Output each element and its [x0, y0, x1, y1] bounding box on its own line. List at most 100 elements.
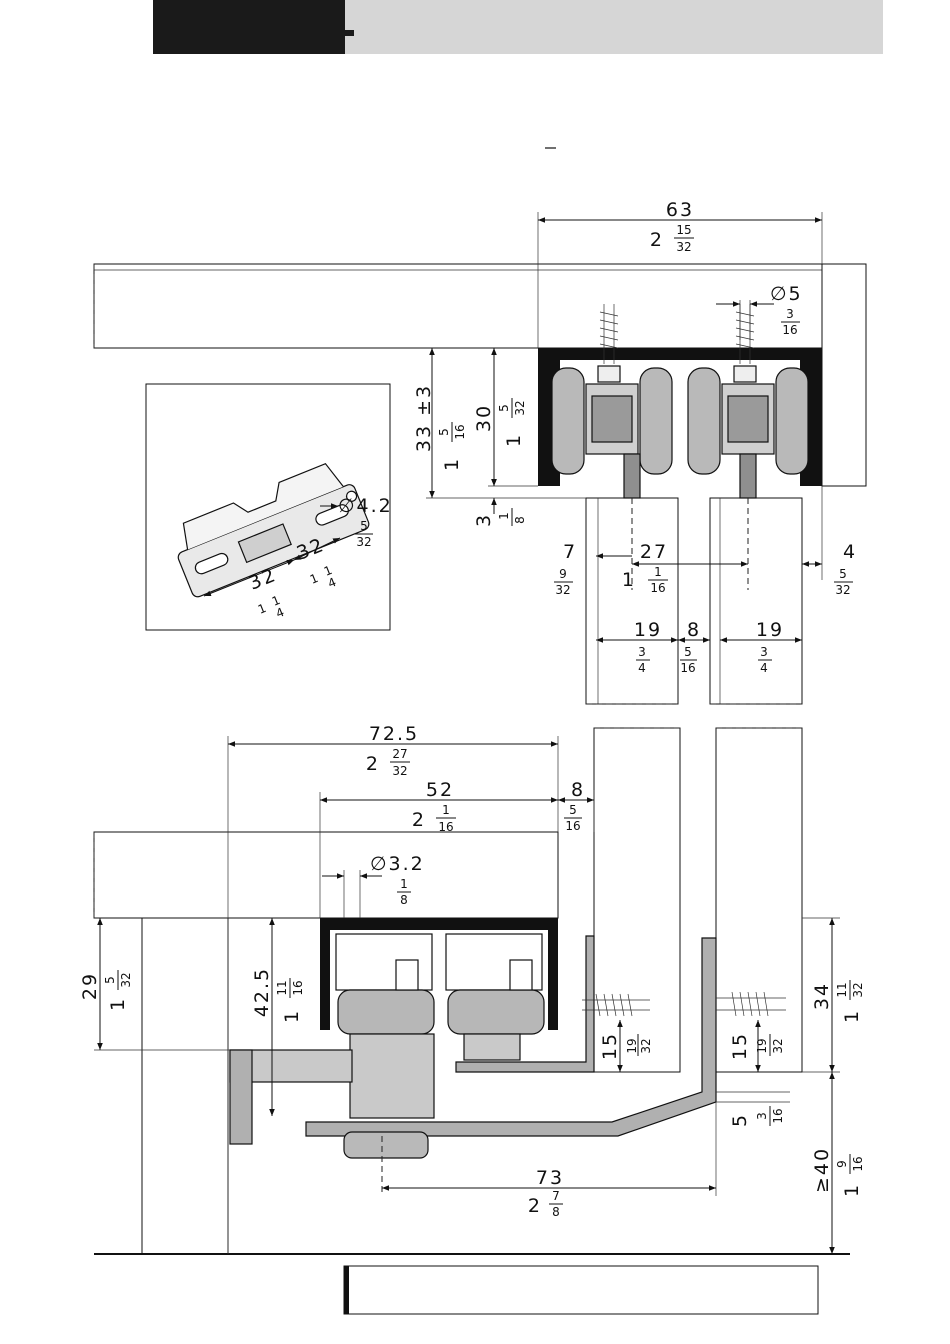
dim-425-inch-num: 11	[275, 980, 289, 995]
footer-box	[344, 1266, 818, 1314]
dim-8-bottom: 8	[571, 779, 585, 801]
dim-d5-inch-den: 16	[782, 323, 797, 337]
dim-29-inch-num: 5	[103, 976, 117, 984]
dim-5-inch-num: 3	[755, 1112, 769, 1120]
dim-5: 5	[729, 1113, 751, 1127]
dim-63-inch-whole: 2	[650, 229, 664, 251]
dim-8b-inch-den: 16	[565, 819, 580, 833]
dim-725-inch-num: 27	[392, 747, 407, 761]
dim-63: 63	[666, 199, 694, 221]
dim-40: ≥40	[811, 1147, 833, 1193]
dim-29-inch-den: 32	[119, 972, 133, 987]
dim-30-inch-den: 32	[513, 400, 527, 415]
dim-15-left: 15	[599, 1032, 621, 1060]
dim-15b-inch-den: 32	[771, 1038, 785, 1053]
dim-425-inch-den: 16	[291, 980, 305, 995]
dim-3-inch-den: 8	[513, 516, 527, 524]
dim-7-inch-num: 9	[559, 567, 567, 581]
dim-5-inch-den: 16	[771, 1108, 785, 1123]
dim-63-inch-den: 32	[676, 240, 691, 254]
dim-33: 33 ±3	[413, 384, 435, 452]
dim-73-inch-den: 8	[552, 1205, 560, 1219]
dim-19-right: 19	[756, 619, 784, 641]
dim-15-right: 15	[729, 1032, 751, 1060]
dim-diameter-5: ∅5	[770, 283, 803, 305]
dim-d32-inch-num: 1	[400, 877, 408, 891]
door-panel-right	[710, 498, 802, 704]
dim-d42-inch-num: 5	[360, 519, 368, 533]
bottom-view: 72.5 2 27 32 52 2 1 16 8 5 16 ∅3.2 1 8 2…	[79, 723, 865, 1254]
dim-30: 30	[473, 404, 495, 432]
dim-42-5: 42.5	[251, 967, 273, 1017]
dim-33-inch-num: 5	[437, 428, 451, 436]
left-wall-post	[142, 918, 228, 1254]
track-profile	[538, 304, 822, 498]
dim-27-inch-den: 16	[650, 581, 665, 595]
inset-mounting-plate: ∅4.2 5 32 32 32 1 1 4 1 1 4	[146, 384, 393, 630]
dim-73-inch-num: 7	[552, 1189, 560, 1203]
side-post	[822, 264, 866, 486]
dim-29-inch-whole: 1	[107, 997, 129, 1011]
dim-4-inch-num: 5	[839, 567, 847, 581]
dim-8b-inch-num: 5	[569, 803, 577, 817]
dim-8a-inch-num: 5	[684, 645, 692, 659]
dim-15a-inch-den: 32	[639, 1038, 653, 1053]
dim-19b-inch-num: 3	[760, 645, 768, 659]
dim-725-inch-whole: 2	[366, 753, 380, 775]
dim-7-inch-den: 32	[555, 583, 570, 597]
dim-7: 7	[563, 541, 577, 563]
dim-30-inch-whole: 1	[503, 433, 525, 447]
dim-33-inch-den: 16	[453, 424, 467, 439]
dim-73-inch-whole: 2	[528, 1195, 542, 1217]
dim-diameter-3-2: ∅3.2	[370, 853, 425, 875]
dim-34-inch-whole: 1	[841, 1009, 863, 1023]
dim-4: 4	[843, 541, 857, 563]
dim-52: 52	[426, 779, 454, 801]
dim-52-inch-whole: 2	[412, 809, 426, 831]
dim-27-inch-num: 1	[654, 565, 662, 579]
dim-d32-inch-den: 8	[400, 893, 408, 907]
dim-52-inch-den: 16	[438, 820, 453, 834]
dim-40-inch-num: 9	[835, 1160, 849, 1168]
dim-63-inch-num: 15	[676, 223, 691, 237]
header-dark-block	[153, 0, 345, 54]
dim-72-5: 72.5	[369, 723, 419, 745]
dim-40-inch-whole: 1	[841, 1183, 863, 1197]
dim-3: 3	[473, 513, 495, 527]
header-light-block	[345, 0, 883, 54]
dim-27: 27	[640, 541, 668, 563]
door-section-left	[594, 728, 680, 1072]
top-view: 63 2 15 32 ∅5 3 16 33 ±3 1 5 16 30 1 5 3…	[94, 199, 866, 704]
dim-19-left: 19	[634, 619, 662, 641]
dim-diameter-4-2: ∅4.2	[338, 495, 393, 517]
dim-34-inch-den: 32	[851, 982, 865, 997]
dim-725-inch-den: 32	[392, 764, 407, 778]
dim-d42-inch-den: 32	[356, 535, 371, 549]
dim-30-inch-num: 5	[497, 404, 511, 412]
dim-34: 34	[811, 982, 833, 1010]
dim-19a-inch-num: 3	[638, 645, 646, 659]
dim-4-inch-den: 32	[835, 583, 850, 597]
header-tab-mark	[336, 30, 354, 36]
ceiling-board-bottom	[94, 832, 558, 918]
dim-8a-inch-den: 16	[680, 661, 695, 675]
dim-73: 73	[536, 1167, 564, 1189]
door-section-right	[716, 728, 802, 1072]
header-bar	[153, 0, 883, 54]
dim-32b-inch-whole: 1	[308, 571, 320, 587]
dim-33-inch-whole: 1	[441, 457, 463, 471]
dim-32a-inch-den: 4	[274, 605, 286, 621]
dim-8-top: 8	[687, 619, 701, 641]
ceiling-board-top	[94, 264, 822, 348]
dim-15b-inch-num: 19	[755, 1038, 769, 1053]
dim-32a-inch-whole: 1	[256, 601, 268, 617]
dim-27-inch-whole: 1	[622, 569, 636, 591]
dim-34-inch-num: 11	[835, 982, 849, 997]
dim-425-inch-whole: 1	[281, 1009, 303, 1023]
dim-52-inch-num: 1	[442, 803, 450, 817]
dim-15a-inch-num: 19	[625, 1038, 639, 1053]
dim-29: 29	[79, 972, 101, 1000]
dim-d5-inch-num: 3	[786, 307, 794, 321]
dim-40-inch-den: 16	[851, 1156, 865, 1171]
